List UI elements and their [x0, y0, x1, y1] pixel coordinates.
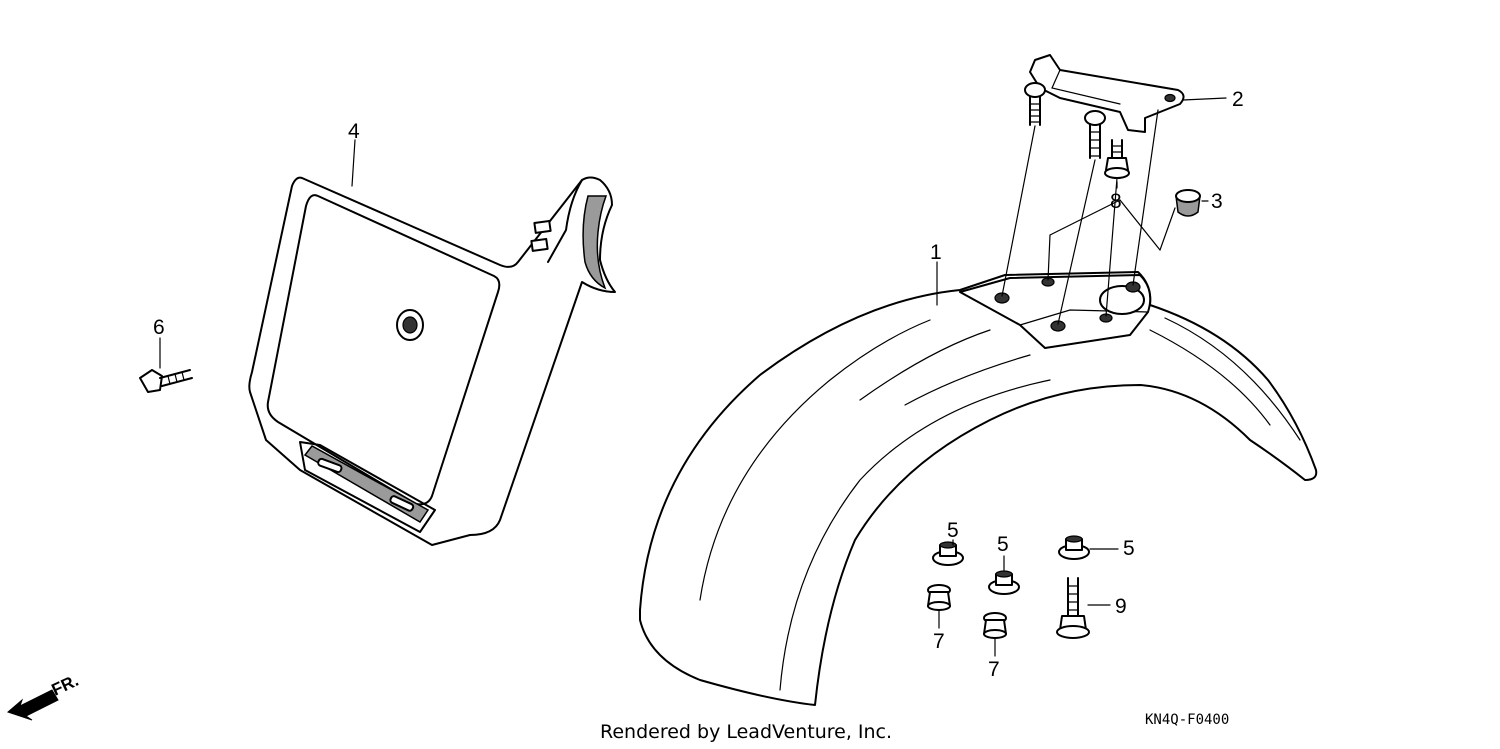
callout-8: 8 — [1110, 190, 1122, 213]
render-credit: Rendered by LeadVenture, Inc. — [600, 721, 892, 743]
plug-part[interactable] — [1175, 189, 1201, 217]
callout-2: 2 — [1232, 88, 1244, 111]
front-direction-arrow-icon: FR. — [7, 671, 82, 721]
bolt-8-part[interactable] — [1104, 139, 1130, 179]
flange-bolt-9-part[interactable] — [1056, 577, 1090, 639]
nut-5b-part[interactable] — [988, 570, 1020, 595]
callout-9: 9 — [1115, 595, 1127, 618]
callout-4: 4 — [348, 120, 360, 143]
callout-labels: 1 2 3 4 5 5 5 6 7 7 8 9 — [153, 88, 1244, 681]
screw-part[interactable] — [139, 369, 193, 393]
callout-3: 3 — [1211, 190, 1223, 213]
callout-7a: 7 — [933, 630, 945, 653]
flange-nut-7b-part[interactable] — [983, 612, 1007, 639]
diagram-code: KN4Q-F0400 — [1145, 712, 1229, 728]
flange-nut-7a-part[interactable] — [927, 584, 951, 611]
callout-7b: 7 — [988, 658, 1000, 681]
callout-5a: 5 — [947, 519, 959, 542]
fender-bracket-part[interactable] — [1024, 54, 1185, 159]
callout-5c: 5 — [1123, 537, 1135, 560]
callout-5b: 5 — [997, 533, 1009, 556]
number-plate-part[interactable] — [248, 176, 616, 546]
nut-5a-part[interactable] — [932, 541, 964, 566]
front-fender-part[interactable] — [639, 271, 1318, 706]
nut-5c-part[interactable] — [1058, 535, 1090, 560]
leader-lines — [159, 97, 1227, 657]
callout-1: 1 — [930, 241, 942, 264]
callout-6: 6 — [153, 316, 165, 339]
